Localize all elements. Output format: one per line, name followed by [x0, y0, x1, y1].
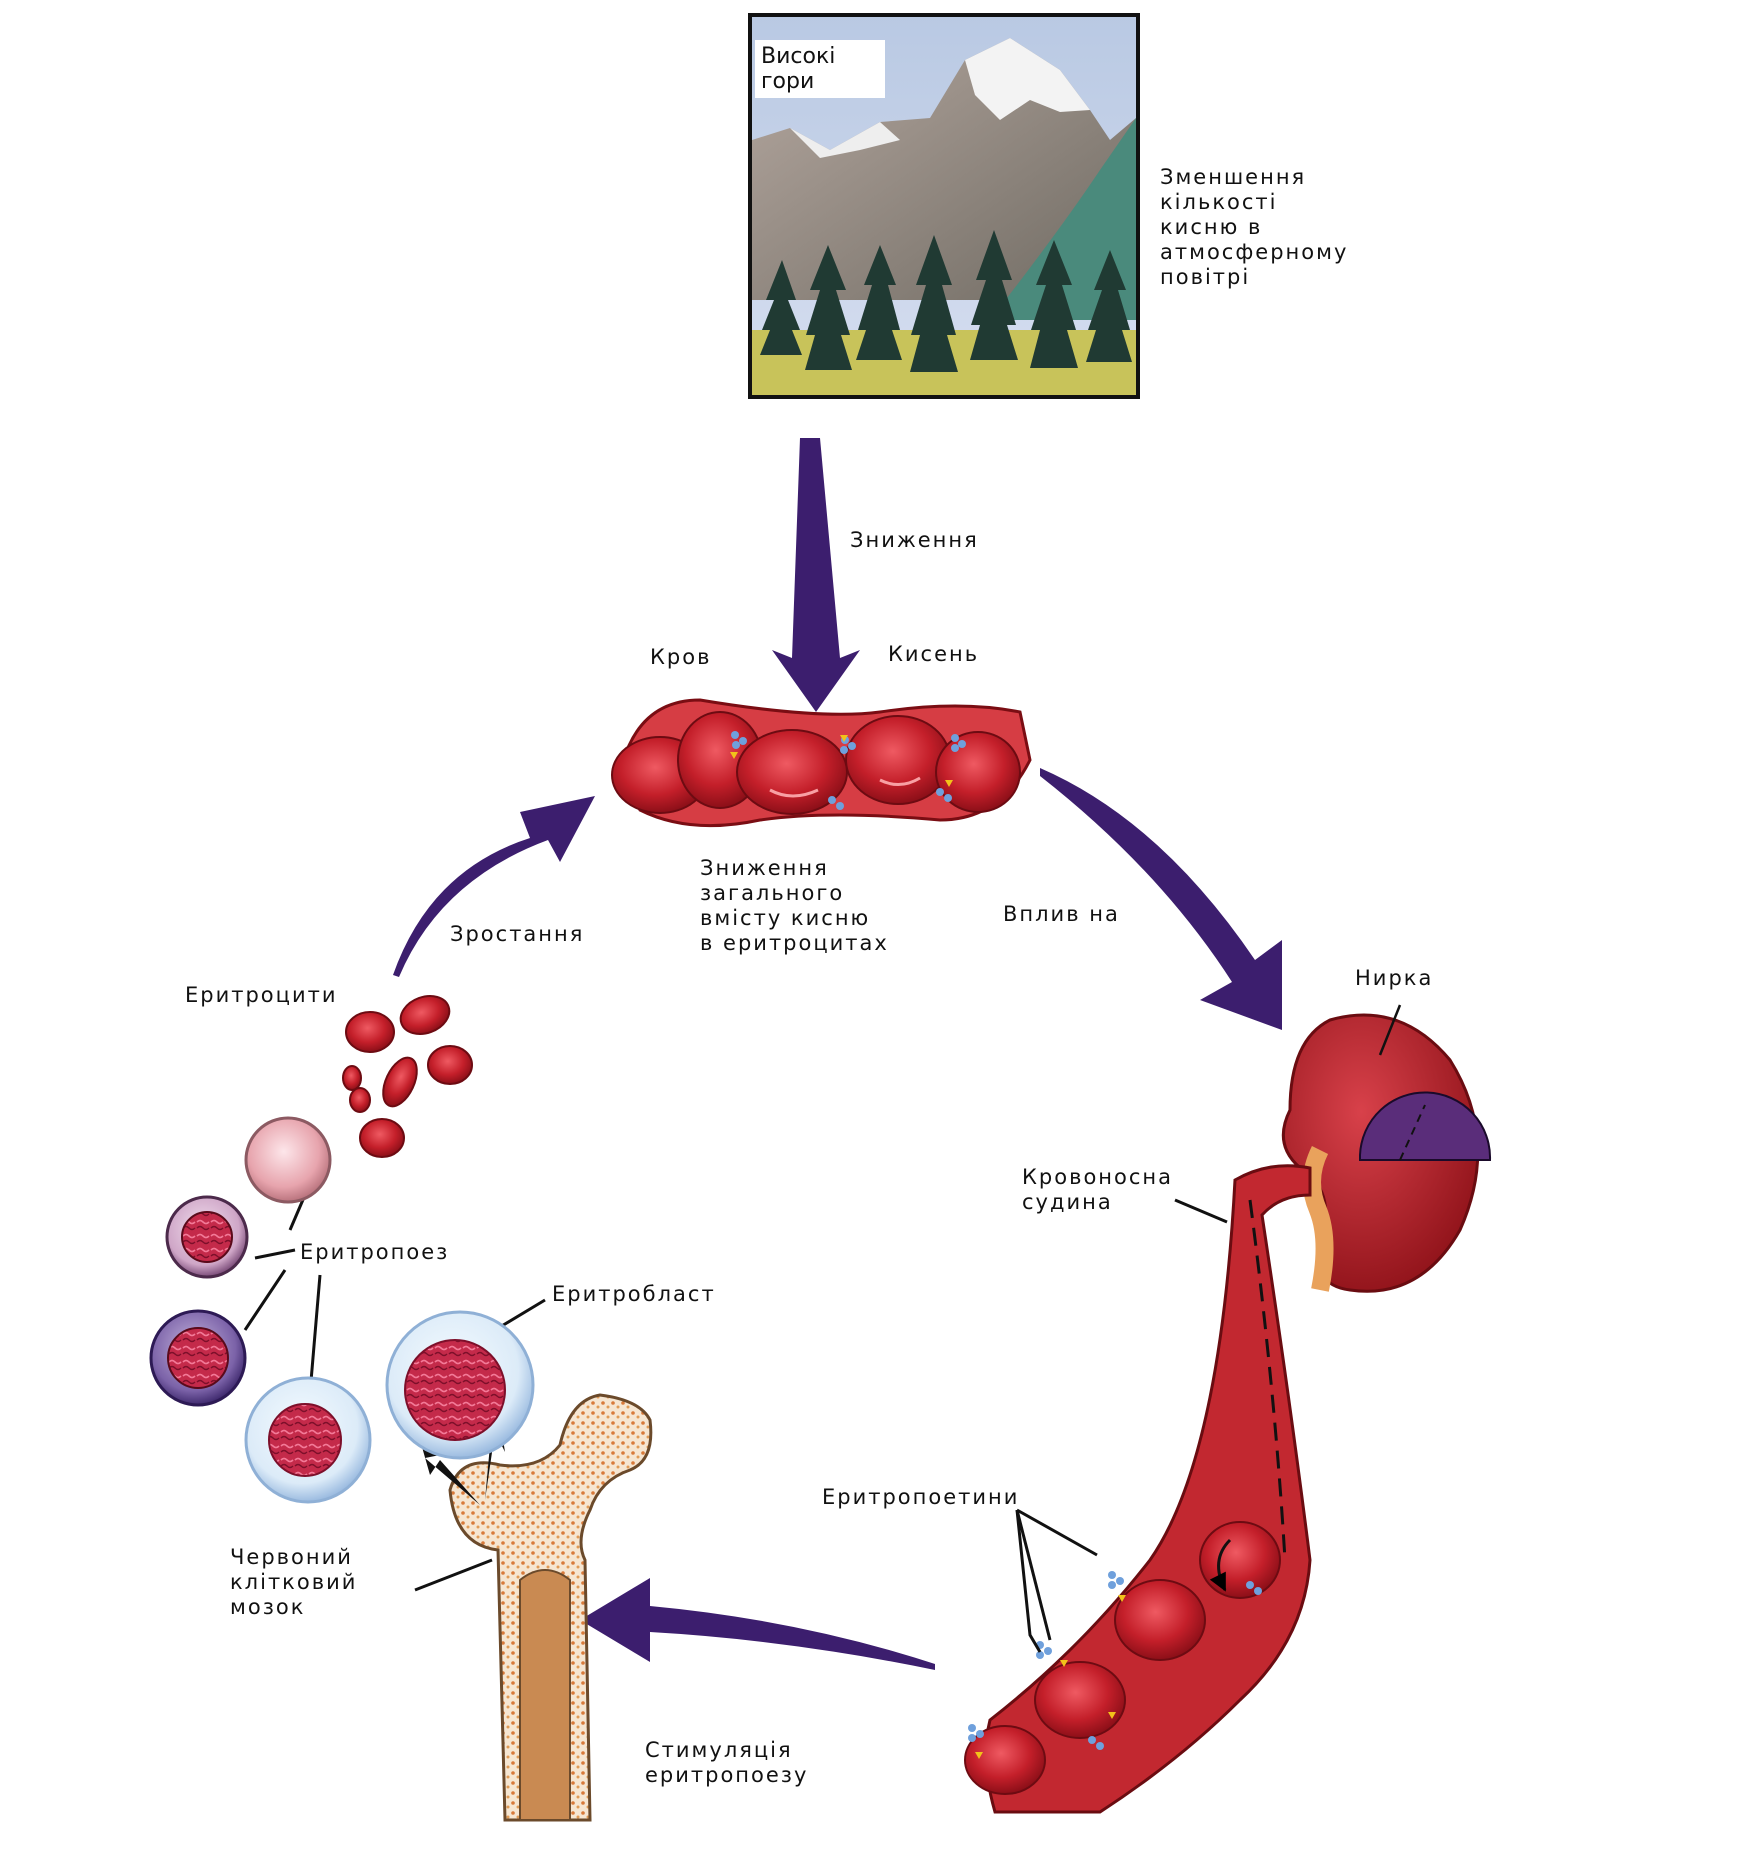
- blood-vessel-label: Кровоносна судина: [1022, 1165, 1174, 1214]
- blood-label: Кров: [650, 645, 712, 669]
- influence-on-label: Вплив на: [1003, 902, 1120, 926]
- growth-label: Зростання: [450, 922, 585, 946]
- oxygen-content-decrease-label: Зниження загального вмісту кисню в еритр…: [700, 856, 889, 955]
- down-arrow: [772, 438, 860, 712]
- cycle-arrows: [393, 438, 1282, 1670]
- blood-vessel-top: [611, 698, 1032, 828]
- mountain-title: Високі гори: [755, 40, 885, 98]
- erythrocytes-cluster: [342, 995, 473, 1158]
- descending-vessel: [964, 1164, 1312, 1814]
- erythrocytes-label: Еритроцити: [185, 983, 338, 1007]
- stage-cell-1: [244, 1116, 332, 1204]
- decrease-label: Зниження: [850, 528, 979, 552]
- arrow-to-kidney: [1040, 768, 1282, 1030]
- cell-stages: [149, 1116, 535, 1504]
- erythropoietins-label: Еритропоетини: [822, 1485, 1020, 1509]
- pointer-lines: [243, 1194, 1228, 1653]
- erythropoiesis-label: Еритропоез: [300, 1240, 450, 1264]
- kidney: [1281, 1004, 1492, 1293]
- arrow-to-bone: [580, 1578, 935, 1670]
- oxygen-decrease-label: Зменшення кількості кисню в атмосферному…: [1160, 165, 1349, 289]
- kidney-label: Нирка: [1355, 966, 1434, 990]
- oxygen-label: Кисень: [888, 642, 980, 666]
- erythroblast-label: Еритробласт: [552, 1282, 716, 1306]
- arrow-to-blood: [393, 796, 595, 977]
- stimulation-label: Стимуляція еритропоезу: [645, 1738, 809, 1787]
- red-bone-marrow-label: Червоний клітковий мозок: [230, 1545, 358, 1619]
- mountain-picture: [748, 13, 1140, 399]
